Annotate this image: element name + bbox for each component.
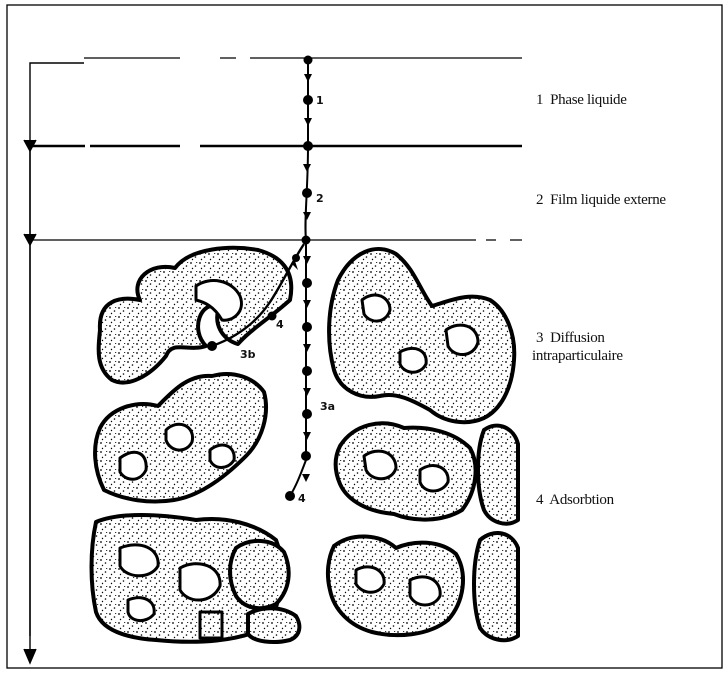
stage-name: Film liquide externe [550,192,666,208]
stage-label-3-line2: intraparticulaire [532,348,623,365]
particle-grain [248,608,299,642]
marker-label-3a: 3a [320,400,335,413]
marker-label-4-lower: 4 [298,492,306,505]
particle-grain [230,541,289,608]
stage-name: Adsorbtion [549,492,614,508]
stage-name: Phase liquide [550,92,627,108]
marker-label-2: 2 [316,192,324,205]
stage-number: 2 [536,192,543,208]
particle-grain [478,426,518,524]
stage-label-2: 2 Film liquide externe [536,192,666,209]
stage-number: 1 [536,92,543,108]
stage-arrows [24,63,84,663]
particle-grain [99,248,292,383]
stage-number: 4 [536,492,543,508]
stage-label-1: 1 Phase liquide [536,92,627,109]
particle-grain [328,536,463,635]
marker-label-3b: 3b [240,348,256,361]
boundary-lines [30,58,522,240]
particle-grain [474,533,518,640]
stage-name: intraparticulaire [532,348,623,364]
stage-label-4: 4 Adsorbtion [536,492,614,509]
stage-name: Diffusion [550,330,605,346]
stage-label-3: 3 Diffusion [536,330,605,347]
marker-label-4-upper: 4 [276,318,284,331]
particle-grain [200,612,222,638]
porous-particle [92,248,519,642]
particle-grain [336,423,476,519]
stage-number: 3 [536,330,543,346]
marker-label-1: 1 [316,94,324,107]
particle-grain [329,249,514,422]
